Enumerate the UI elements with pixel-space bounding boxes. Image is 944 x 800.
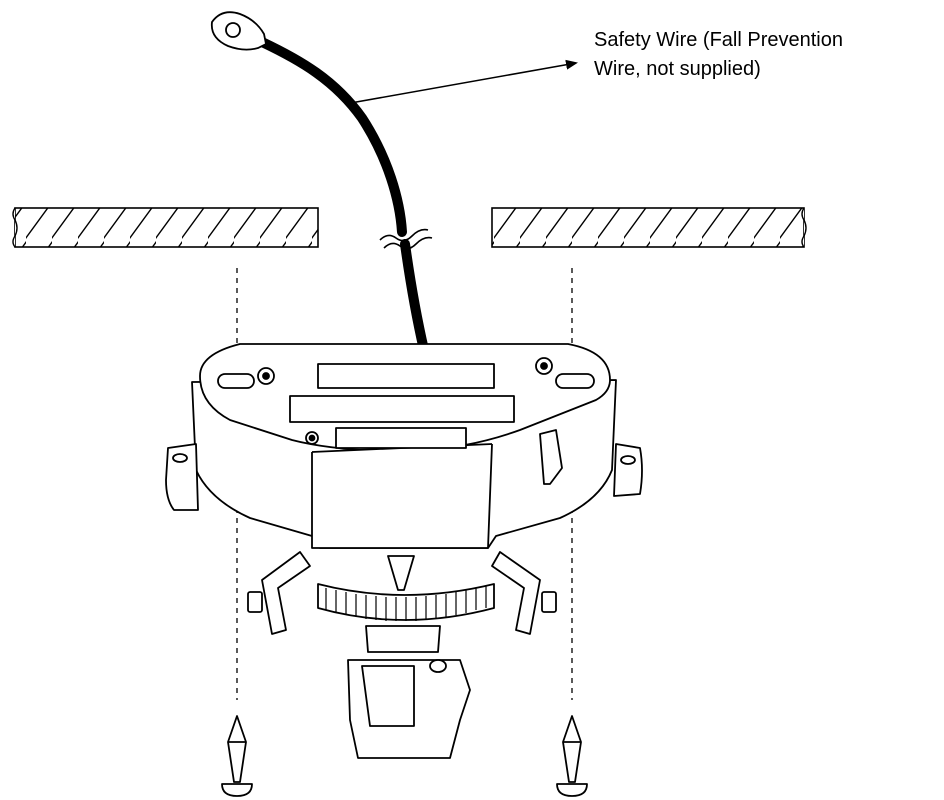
safety-wire-callout: Safety Wire (Fall Prevention Wire, not s… <box>594 26 939 84</box>
safety-wire <box>257 37 433 355</box>
anchor-screw-icon <box>556 715 588 797</box>
ring-terminal-icon <box>210 11 268 51</box>
ceiling-left <box>12 207 319 248</box>
callout-leader-arrow <box>344 59 578 105</box>
callout-line-1: Safety Wire (Fall Prevention <box>594 29 843 51</box>
focus-ring-knurl <box>325 586 487 621</box>
camera-housing <box>165 343 643 759</box>
ceiling-right <box>491 207 807 248</box>
callout-line-2: Wire, not supplied) <box>594 58 761 80</box>
anchor-screw-icon <box>221 715 253 797</box>
